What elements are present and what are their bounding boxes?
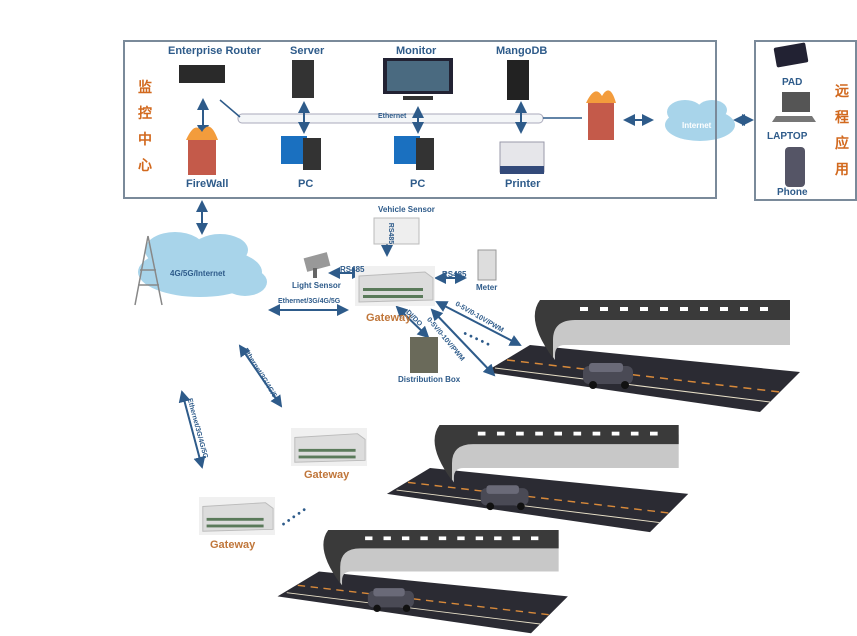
- phone-icon: [785, 147, 805, 187]
- internet-cloud: [665, 100, 735, 141]
- gateway-label: Gateway: [366, 312, 412, 324]
- remote-apps-panel: [754, 40, 857, 201]
- monitor-label: Monitor: [396, 45, 437, 57]
- monitor-icon: [383, 58, 453, 100]
- rs485-vehicle-label: RS485: [387, 222, 395, 245]
- firewall-icon: [586, 90, 616, 140]
- distribution-box-label: Distribution Box: [398, 375, 461, 384]
- gateway-device-icon: [198, 497, 276, 535]
- router-icon: [179, 65, 225, 83]
- server-icon: [292, 60, 314, 98]
- gateway-device-icon: [355, 265, 435, 307]
- light-sensor-icon: [303, 252, 331, 278]
- rs485-light-label: RS485: [340, 265, 365, 274]
- tablet-icon: [773, 42, 809, 68]
- distribution-box-icon: [410, 337, 438, 373]
- rs485-meter-label: RS485: [442, 270, 467, 279]
- remote-apps-title: 远程应用: [835, 83, 849, 177]
- light-sensor-label: Light Sensor: [292, 281, 341, 290]
- printer-icon: [499, 141, 545, 174]
- cell-tower-icon: [134, 235, 163, 306]
- pc-label: PC: [410, 178, 426, 190]
- ethernet-bus-label: Ethernet: [378, 113, 407, 120]
- meter-label: Meter: [476, 283, 498, 292]
- gateway-uplink-label: Ethernet/3G/4G/5G: [278, 298, 341, 305]
- gateway-label: Gateway: [304, 469, 350, 481]
- database-label: MangoDB: [496, 45, 548, 57]
- firewall-icon: [186, 126, 218, 175]
- monitoring-center-panel: [123, 40, 717, 199]
- printer-label: Printer: [505, 178, 541, 190]
- vehicle-sensor-label: Vehicle Sensor: [378, 205, 435, 214]
- tunnel-road-3: [276, 530, 569, 634]
- monitoring-center-title: 监控中心: [138, 79, 152, 173]
- router-label: Enterprise Router: [168, 45, 261, 57]
- laptop-icon: [772, 92, 816, 122]
- pc-icon: [281, 136, 321, 170]
- internet-label: Internet: [682, 121, 712, 130]
- tunnel-road-1: [485, 300, 801, 413]
- gateway-device-icon: [290, 428, 368, 466]
- 4g-5g-internet-cloud: [138, 232, 267, 297]
- laptop-label: LAPTOP: [767, 131, 808, 142]
- meter-icon: [477, 249, 497, 281]
- server-label: Server: [290, 45, 325, 57]
- vehicle-sensor-icon: [373, 217, 420, 245]
- pad-label: PAD: [782, 77, 803, 88]
- pc-icon: [394, 136, 434, 170]
- tunnel-road-2: [386, 425, 690, 533]
- gateway-label: Gateway: [210, 539, 256, 551]
- database-icon: [507, 60, 529, 100]
- firewall-label: FireWall: [186, 178, 229, 190]
- pc-label: PC: [298, 178, 314, 190]
- phone-label: Phone: [777, 187, 808, 198]
- 4g-5g-internet-label: 4G/5G/Internet: [170, 269, 226, 278]
